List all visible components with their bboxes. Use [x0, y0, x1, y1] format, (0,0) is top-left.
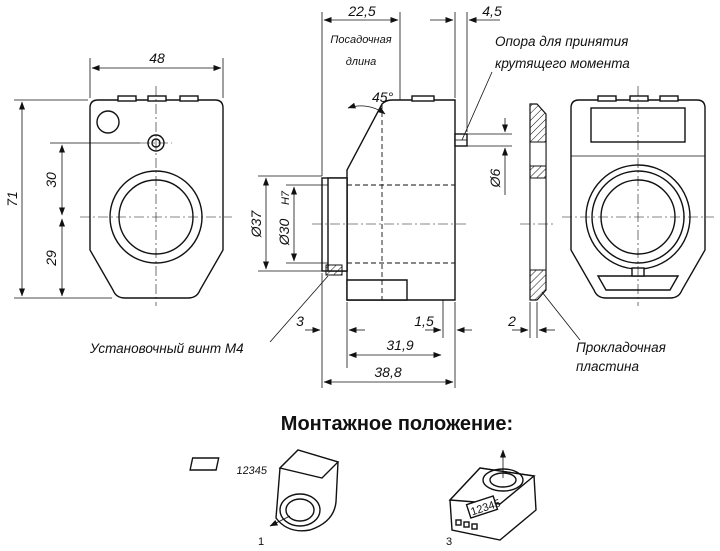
dim-tolerance-h7: H7	[280, 190, 292, 205]
label-torque-support-1: Опора для принятия	[495, 34, 628, 49]
mounting-title: Монтажное положение:	[281, 413, 513, 435]
label-torque-support-2: крутящего момента	[495, 56, 630, 71]
mounting-position-1-label: 1	[258, 536, 264, 548]
dim-pin-4-5: 4,5	[482, 3, 502, 19]
mounting-position-1-icon: 12345 1	[189, 449, 340, 548]
dim-plate-2: 2	[507, 313, 516, 329]
dim-bore-30: Ø30	[276, 219, 292, 247]
mounting-position-3-label: 3	[446, 536, 452, 548]
set-screw	[325, 264, 343, 276]
dim-height-71: 71	[4, 191, 20, 207]
dim-len-31-9: 31,9	[386, 337, 413, 353]
mounting-hole	[96, 110, 120, 134]
dim-collar-3: 3	[296, 313, 304, 329]
side-view-dimensions: 22,5 Посадочная длина 4,5 45° Ø37 Ø30 H7…	[89, 3, 630, 388]
label-fit-length-2: длина	[346, 56, 377, 68]
dim-lower-29: 29	[43, 250, 59, 267]
dim-depth-22-5: 22,5	[347, 3, 375, 19]
dim-offset-1-5: 1,5	[414, 313, 434, 329]
dim-len-38-8: 38,8	[374, 364, 401, 380]
dim-width-48: 48	[149, 50, 165, 66]
mounting-position-3-icon: 12345 3	[446, 449, 537, 548]
rear-view	[562, 86, 714, 306]
label-spacer-1: Прокладочная	[576, 340, 666, 355]
dim-upper-30: 30	[43, 172, 59, 188]
front-view-dimensions: 48 71 30 29	[4, 50, 224, 299]
label-spacer-2: пластина	[576, 359, 639, 374]
dim-angle-45: 45°	[372, 89, 394, 105]
label-fit-length-1: Посадочная	[330, 34, 391, 46]
side-view	[312, 95, 468, 301]
front-view	[80, 86, 232, 306]
dim-pin-6: Ø6	[487, 168, 503, 188]
label-set-screw: Установочный винт М4	[89, 341, 244, 356]
dim-bore-37: Ø37	[248, 210, 264, 239]
display-text-1: 12345	[236, 465, 268, 477]
spacer-plate: 2 Прокладочная пластина	[507, 103, 666, 374]
